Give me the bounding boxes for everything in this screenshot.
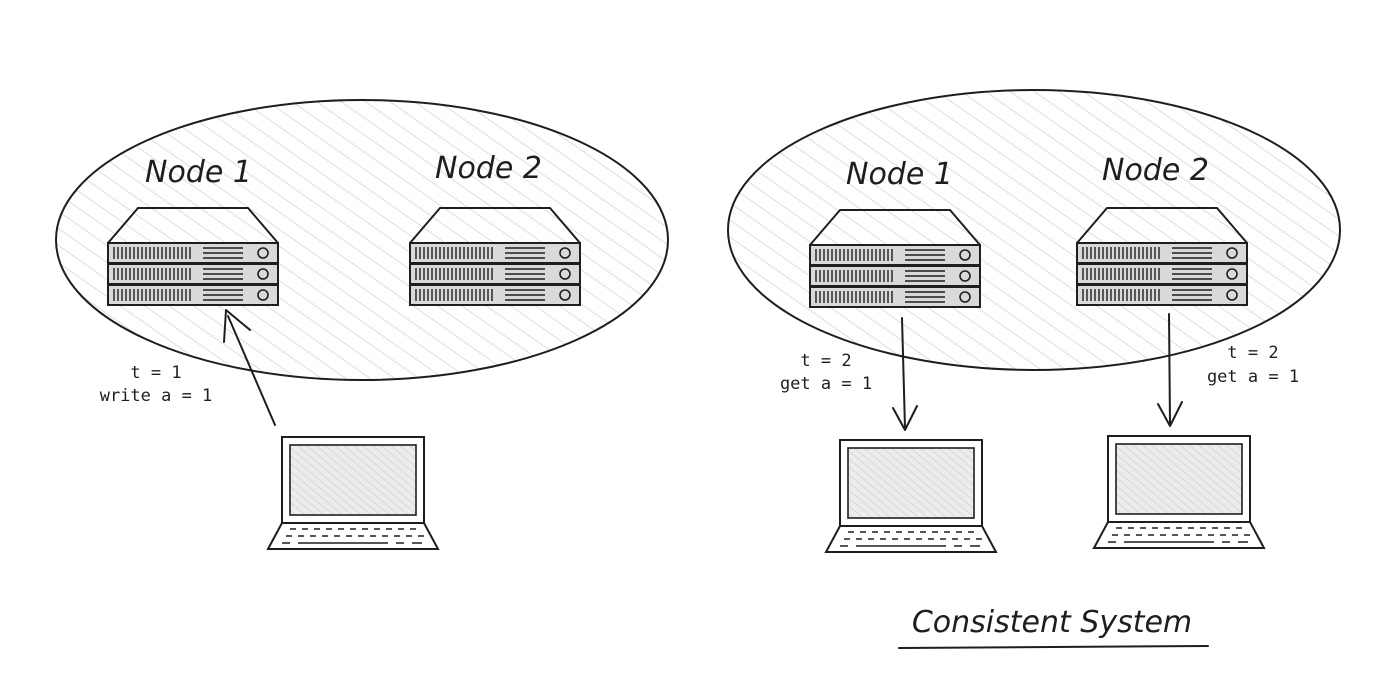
right-cluster-boundary [727,89,1341,371]
right-cluster: Node 1 Node 2 [727,89,1341,371]
read1-time-label: t = 2 [800,351,851,371]
write-arrow-icon [227,315,276,426]
laptop-icon [825,439,997,553]
right-client-2: t = 2 get a = 1 [1093,313,1299,549]
left-client: t = 1 write a = 1 [100,309,439,550]
read-arrow-1-icon [901,317,906,429]
left-cluster-boundary [55,99,669,381]
right-node1-label: Node 1 [846,157,953,192]
right-node2-label: Node 2 [1102,153,1209,188]
write-time-label: t = 1 [130,363,181,383]
read1-op-label: get a = 1 [780,374,872,394]
caption-underline [898,645,1209,649]
read2-op-label: get a = 1 [1207,367,1299,387]
right-client-1: t = 2 get a = 1 [780,317,997,553]
left-cluster: Node 1 Node 2 [55,99,669,381]
diagram-caption: Consistent System [912,605,1192,640]
left-node2-label: Node 2 [435,151,542,186]
laptop-icon [267,436,439,550]
caption-group: Consistent System [898,605,1209,649]
laptop-icon [1093,435,1265,549]
arrow-icon [223,309,251,343]
left-node1-label: Node 1 [145,155,252,190]
read-arrow-2-icon [1168,313,1171,425]
write-op-label: write a = 1 [100,386,213,406]
read2-time-label: t = 2 [1227,343,1278,363]
